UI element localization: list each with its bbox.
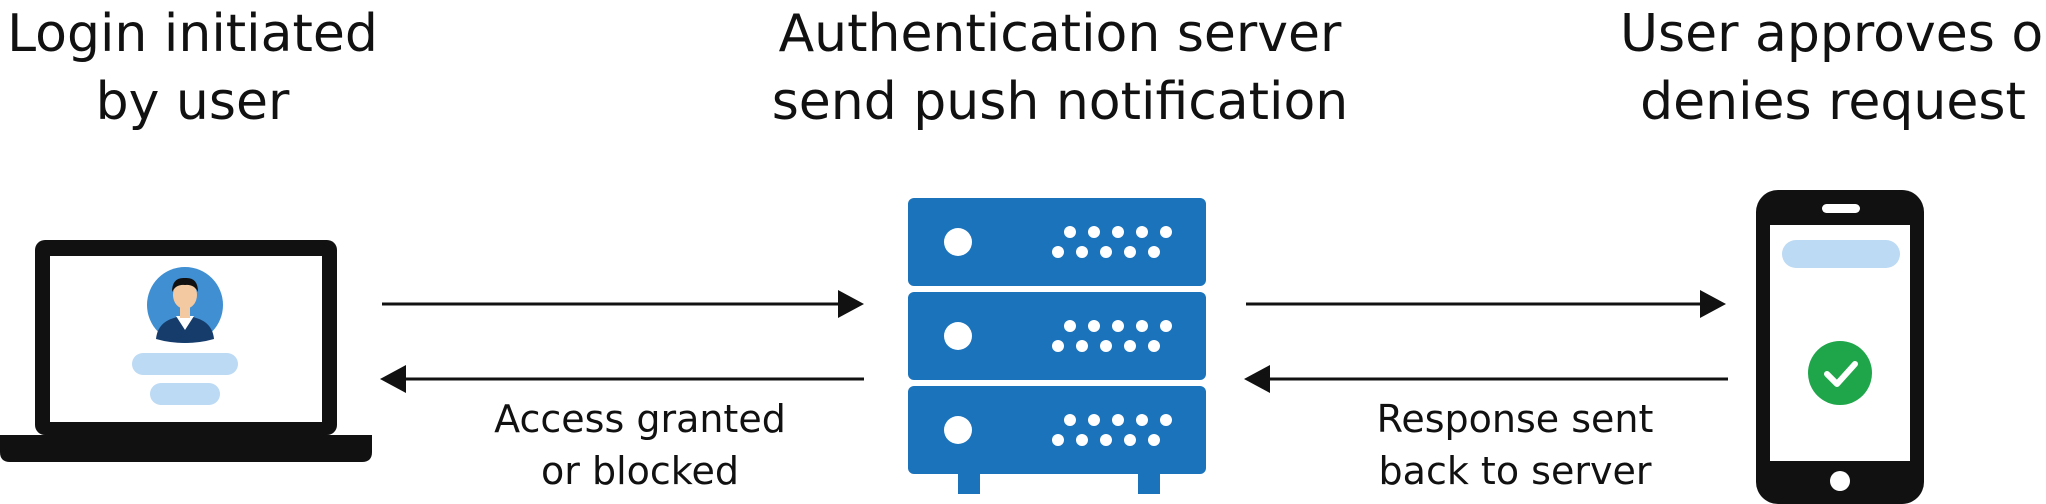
caption-access-granted: Access granted or blocked bbox=[460, 393, 820, 497]
heading-user-approves: User approves or denies request bbox=[1620, 0, 2046, 136]
heading-line: Login initiated bbox=[7, 4, 378, 64]
heading-line: by user bbox=[95, 72, 290, 132]
heading-line: User approves or bbox=[1620, 4, 2046, 64]
caption-line: Access granted bbox=[494, 397, 786, 441]
arrow-to-laptop bbox=[380, 365, 864, 393]
heading-line: send push notification bbox=[771, 72, 1349, 132]
caption-response-sent: Response sent back to server bbox=[1325, 393, 1705, 497]
caption-line: back to server bbox=[1378, 449, 1652, 493]
server-rack-icon bbox=[908, 198, 1206, 494]
heading-line: Authentication server bbox=[778, 4, 1342, 64]
phone-placeholder-bar bbox=[1782, 240, 1900, 268]
arrow-to-server bbox=[382, 290, 864, 318]
caption-line: or blocked bbox=[541, 449, 739, 493]
check-circle-icon bbox=[1808, 341, 1872, 405]
heading-authentication-server: Authentication server send push notifica… bbox=[760, 0, 1360, 136]
heading-login-initiated: Login initiated by user bbox=[0, 0, 385, 136]
laptop-placeholder-bar bbox=[150, 383, 220, 405]
caption-line: Response sent bbox=[1376, 397, 1654, 441]
heading-line: denies request bbox=[1640, 72, 2026, 132]
user-avatar-icon bbox=[147, 267, 223, 343]
arrow-to-server-response bbox=[1244, 365, 1728, 393]
laptop-placeholder-bar bbox=[132, 353, 238, 375]
arrow-to-phone bbox=[1246, 290, 1726, 318]
